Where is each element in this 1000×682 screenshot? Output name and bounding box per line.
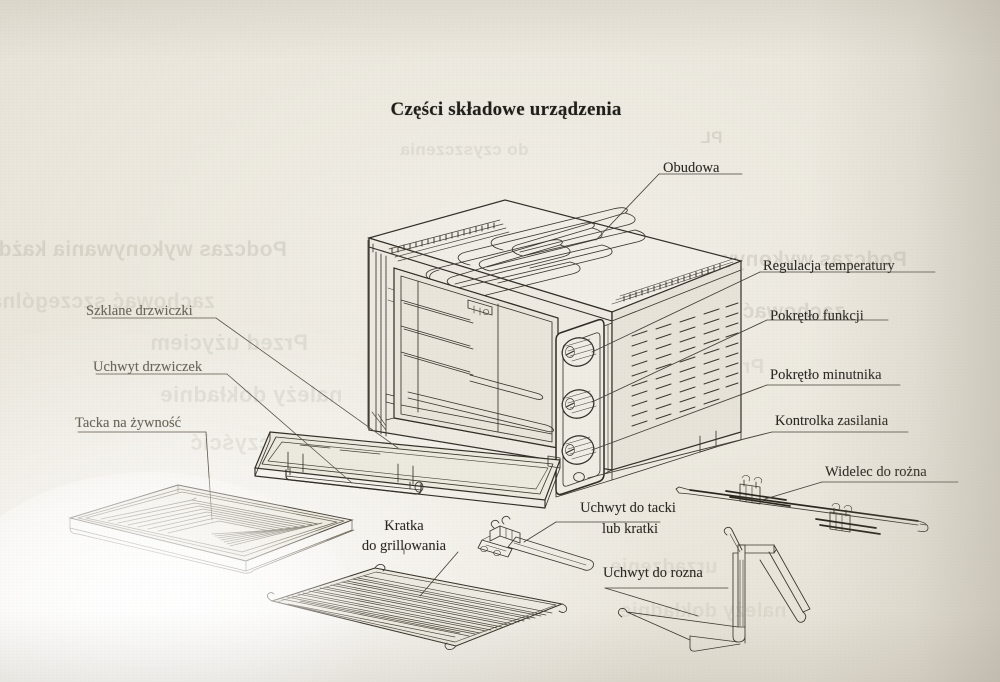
label-grill-rack-line2: do grillowania [361,538,447,554]
label-power-indicator: Kontrolka zasilania [775,413,889,429]
label-function-knob: Pokrętło funkcji [770,308,864,324]
label-tray-handle-line2: lub kratki [602,521,658,537]
label-tray-handle-line1: Uchwyt do tacki [580,500,676,516]
label-grill-rack-line1: Kratka [384,518,424,534]
label-rotisserie-handle: Uchwyt do rozna [603,565,703,581]
label-housing: Obudowa [663,160,720,176]
label-temperature-control: Regulacja temperatury [763,258,895,274]
page-title: Części składowe urządzenia [0,99,1000,121]
label-food-tray: Tacka na żywność [75,415,182,431]
label-glass-door: Szklane drzwiczki [86,303,193,319]
page-title-text: Części składowe urządzenia [390,99,622,120]
label-timer-knob: Pokrętło minutnika [770,367,882,383]
label-rotisserie-fork: Widelec do rożna [825,464,927,480]
label-door-handle: Uchwyt drzwiczek [93,359,203,375]
